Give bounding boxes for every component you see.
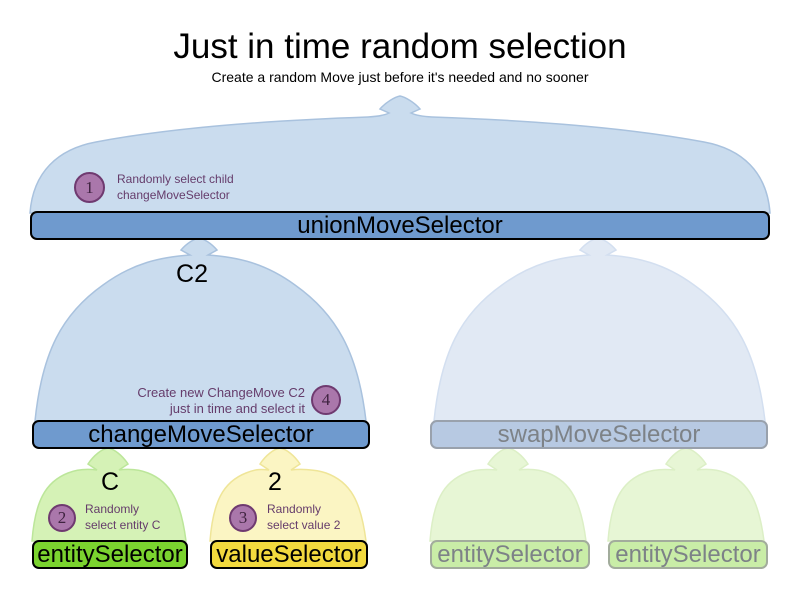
entity-selector-bar: entitySelector <box>32 540 188 569</box>
step-1-badge: 1 <box>74 172 105 203</box>
change-move-selector-bar: changeMoveSelector <box>32 420 370 449</box>
step-2-note: Randomly select entity C <box>85 501 160 533</box>
swap-move-selector-bar: swapMoveSelector <box>430 420 768 449</box>
union-dome-arrow-shape <box>29 95 771 214</box>
step-4-badge: 4 <box>311 385 341 415</box>
step-3-note: Randomly select value 2 <box>267 501 340 533</box>
step-3-note-line2: select value 2 <box>267 518 341 532</box>
change-result-label: C2 <box>176 260 208 288</box>
step-4-note-line2: just in time and select it <box>169 401 305 416</box>
page-title: Just in time random selection <box>173 27 627 66</box>
union-move-selector-bar: unionMoveSelector <box>30 211 770 240</box>
value-result-label: 2 <box>268 468 282 496</box>
step-4-note-line1: Create new ChangeMove C2 <box>137 385 305 400</box>
step-2-note-line1: Randomly <box>85 502 140 516</box>
page-subtitle: Create a random Move just before it's ne… <box>211 69 589 85</box>
value-selector-bar: valueSelector <box>210 540 368 569</box>
step-2-note-line2: select entity C <box>85 518 161 532</box>
swap-entity-selector-left-bar: entitySelector <box>430 540 590 569</box>
step-1-note-line2: changeMoveSelector <box>117 188 230 202</box>
step-1-note: Randomly select child changeMoveSelector <box>117 171 234 203</box>
step-3-badge: 3 <box>229 504 257 532</box>
step-4-note: Create new ChangeMove C2 just in time an… <box>137 385 305 417</box>
step-2-badge: 2 <box>48 504 76 532</box>
entity-result-label: C <box>100 468 120 496</box>
swap-dome-arrow-shape <box>433 237 766 422</box>
swap-entity-dome-right-arrow-shape <box>607 447 765 542</box>
swap-entity-dome-left-arrow-shape <box>429 447 587 542</box>
step-3-note-line1: Randomly <box>267 502 322 516</box>
swap-entity-selector-right-bar: entitySelector <box>608 540 768 569</box>
step-1-note-line1: Randomly select child <box>117 172 234 186</box>
